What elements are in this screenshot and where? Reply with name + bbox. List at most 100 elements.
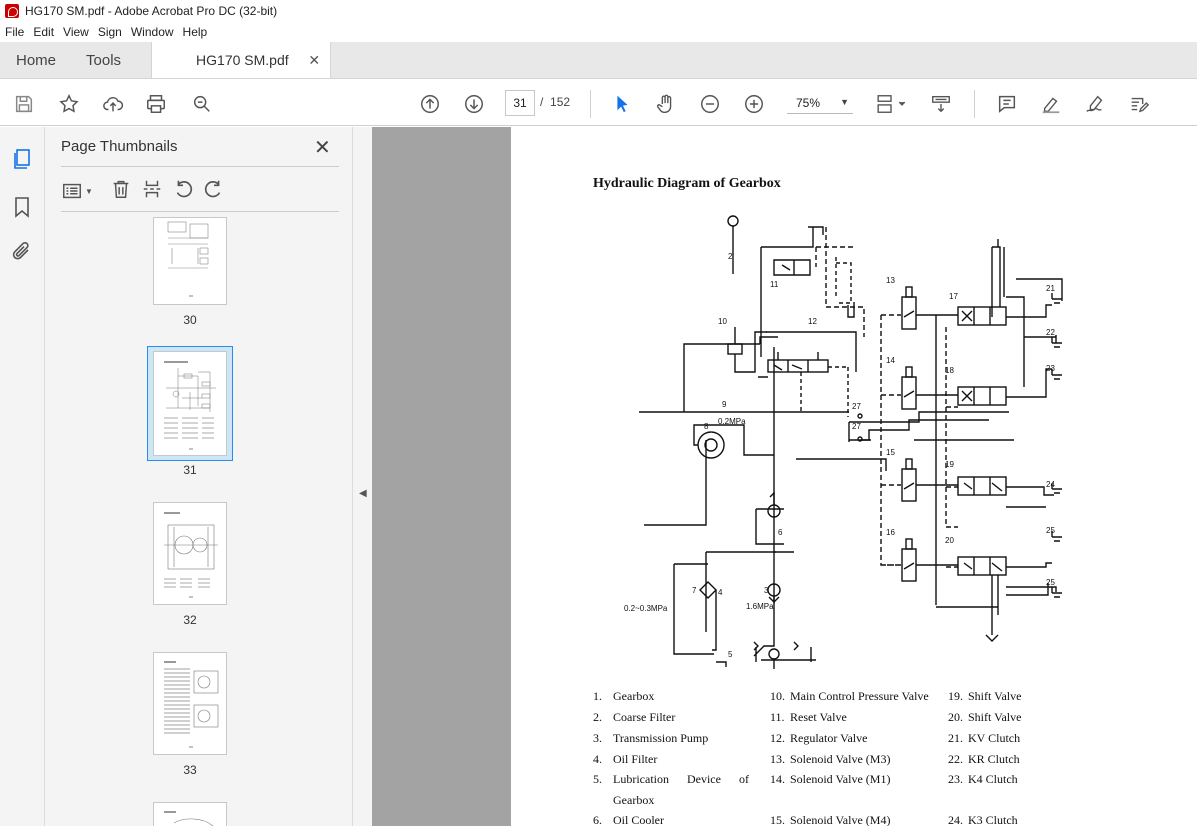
label-pressure-oil: 0.2~0.3MPa bbox=[624, 604, 668, 613]
tab-document[interactable]: HG170 SM.pdf ✕ bbox=[151, 42, 332, 78]
label-4: 4 bbox=[718, 588, 723, 597]
panel-toolbar: ▼ bbox=[61, 176, 225, 206]
window-title: HG170 SM.pdf - Adobe Acrobat Pro DC (32-… bbox=[25, 4, 278, 18]
menu-sign[interactable]: Sign bbox=[97, 25, 122, 39]
menu-bar: File Edit View Sign Window Help bbox=[0, 22, 1197, 42]
select-cursor-icon[interactable] bbox=[610, 92, 634, 116]
star-icon[interactable] bbox=[57, 92, 81, 116]
panel-divider bbox=[61, 211, 339, 212]
legend-item: 4.Oil Filter bbox=[593, 752, 658, 766]
page-thumbnails-icon[interactable] bbox=[10, 147, 34, 171]
legend-item: 23.K4 Clutch bbox=[948, 772, 1018, 786]
label-24: 24 bbox=[1046, 480, 1055, 489]
previous-page-icon[interactable] bbox=[418, 92, 442, 116]
thumbnail-page-34[interactable] bbox=[153, 802, 227, 826]
label-11: 11 bbox=[770, 280, 779, 289]
zoom-out-icon[interactable] bbox=[698, 92, 722, 116]
legend-item: 14.Solenoid Valve (M1) bbox=[770, 772, 891, 786]
legend-item: 6.Oil Cooler bbox=[593, 813, 664, 826]
label-7: 7 bbox=[692, 586, 697, 595]
legend-item: 3.Transmission Pump bbox=[593, 731, 709, 745]
save-icon[interactable] bbox=[12, 92, 36, 116]
menu-help[interactable]: Help bbox=[182, 25, 208, 39]
close-tab-icon[interactable]: ✕ bbox=[308, 51, 321, 68]
scrolling-mode-icon[interactable] bbox=[929, 92, 953, 116]
upload-cloud-icon[interactable] bbox=[101, 92, 125, 116]
tab-bar: Home Tools HG170 SM.pdf ✕ bbox=[0, 42, 1197, 79]
tab-tools[interactable]: Tools bbox=[86, 51, 122, 69]
thumbnail-page-33[interactable] bbox=[153, 652, 227, 755]
label-18: 18 bbox=[945, 366, 954, 375]
split-page-icon[interactable] bbox=[141, 178, 163, 205]
page-display-icon[interactable] bbox=[873, 92, 909, 116]
delete-page-icon[interactable] bbox=[110, 178, 132, 205]
legend-item: 1.Gearbox bbox=[593, 689, 655, 703]
page-number-input[interactable]: 31 bbox=[505, 90, 535, 116]
left-navigation-rail bbox=[0, 127, 45, 826]
thumbnail-page-32[interactable] bbox=[153, 502, 227, 605]
page-count: / 152 bbox=[540, 95, 570, 109]
bookmark-icon[interactable] bbox=[10, 195, 34, 219]
thumbnail-page-31[interactable] bbox=[153, 351, 227, 456]
thumbnail-page-30[interactable] bbox=[153, 217, 227, 305]
thumbnail-page-32-preview bbox=[164, 512, 218, 598]
rotate-counterclockwise-icon[interactable] bbox=[172, 178, 194, 205]
search-zoom-icon[interactable] bbox=[190, 92, 214, 116]
thumbnail-page-33-preview bbox=[164, 661, 219, 748]
attachment-paperclip-icon[interactable] bbox=[10, 240, 34, 264]
print-icon[interactable] bbox=[144, 92, 168, 116]
panel-divider bbox=[61, 166, 339, 167]
label-13: 13 bbox=[886, 276, 895, 285]
label-16: 16 bbox=[886, 528, 895, 537]
rotate-clockwise-icon[interactable] bbox=[203, 178, 225, 205]
label-25: 25 bbox=[1046, 526, 1055, 535]
legend-item: 11.Reset Valve bbox=[770, 710, 847, 724]
legend-item: Gearbox bbox=[613, 793, 655, 807]
document-heading: Hydraulic Diagram of Gearbox bbox=[593, 176, 781, 191]
legend-item: 10.Main Control Pressure Valve bbox=[770, 689, 929, 703]
toolbar-divider bbox=[590, 90, 591, 118]
draw-sign-icon[interactable] bbox=[1083, 92, 1107, 116]
label-27: 27 bbox=[852, 402, 861, 411]
thumbnail-page-number: 33 bbox=[183, 763, 197, 777]
legend-item: 19.Shift Valve bbox=[948, 689, 1022, 703]
zoom-in-icon[interactable] bbox=[742, 92, 766, 116]
label-23: 23 bbox=[1046, 364, 1055, 373]
menu-edit[interactable]: Edit bbox=[33, 25, 55, 39]
label-27: 27 bbox=[852, 422, 861, 431]
menu-file[interactable]: File bbox=[5, 25, 25, 39]
collapse-panel-icon[interactable]: ◀ bbox=[359, 488, 367, 499]
menu-view[interactable]: View bbox=[63, 25, 89, 39]
page-thumbnails-panel: Page Thumbnails ✕ ▼ 30 bbox=[45, 127, 390, 826]
label-9: 9 bbox=[722, 400, 727, 409]
edit-pdf-icon[interactable] bbox=[1127, 92, 1151, 116]
hydraulic-diagram: 2 3 4 5 6 7 8 9 10 11 12 13 14 15 16 17 … bbox=[624, 215, 1063, 669]
comment-icon[interactable] bbox=[995, 92, 1019, 116]
panel-splitter[interactable]: ◀ bbox=[352, 127, 372, 826]
next-page-icon[interactable] bbox=[462, 92, 486, 116]
thumbnail-page-30-preview bbox=[167, 221, 209, 297]
label-5: 5 bbox=[728, 650, 733, 659]
legend-item: 22.KR Clutch bbox=[948, 752, 1020, 766]
close-panel-icon[interactable]: ✕ bbox=[314, 137, 331, 159]
label-22: 22 bbox=[1046, 328, 1055, 337]
menu-window[interactable]: Window bbox=[130, 25, 174, 39]
hand-tool-icon[interactable] bbox=[654, 92, 678, 116]
thumbnail-page-number: 31 bbox=[183, 463, 197, 477]
label-19: 19 bbox=[945, 460, 954, 469]
zoom-level-select[interactable]: 75% ▼ bbox=[787, 92, 853, 114]
label-pressure-high: 1.6MPa bbox=[746, 602, 774, 611]
label-2: 2 bbox=[728, 252, 733, 261]
main-toolbar: 31 / 152 75% ▼ bbox=[0, 80, 1197, 126]
label-10: 10 bbox=[718, 317, 727, 326]
document-view[interactable]: Hydraulic Diagram of Gearbox bbox=[372, 127, 1197, 826]
highlight-pen-icon[interactable] bbox=[1039, 92, 1063, 116]
thumbnail-list: 30 31 bbox=[61, 217, 331, 826]
title-bar: HG170 SM.pdf - Adobe Acrobat Pro DC (32-… bbox=[0, 0, 1197, 22]
legend-item: 12.Regulator Valve bbox=[770, 731, 868, 745]
tab-home[interactable]: Home bbox=[16, 51, 57, 69]
label-3: 3 bbox=[764, 586, 769, 595]
thumbnail-options-icon[interactable]: ▼ bbox=[61, 180, 93, 202]
thumbnail-page-34-preview bbox=[164, 811, 214, 826]
label-20: 20 bbox=[945, 536, 954, 545]
